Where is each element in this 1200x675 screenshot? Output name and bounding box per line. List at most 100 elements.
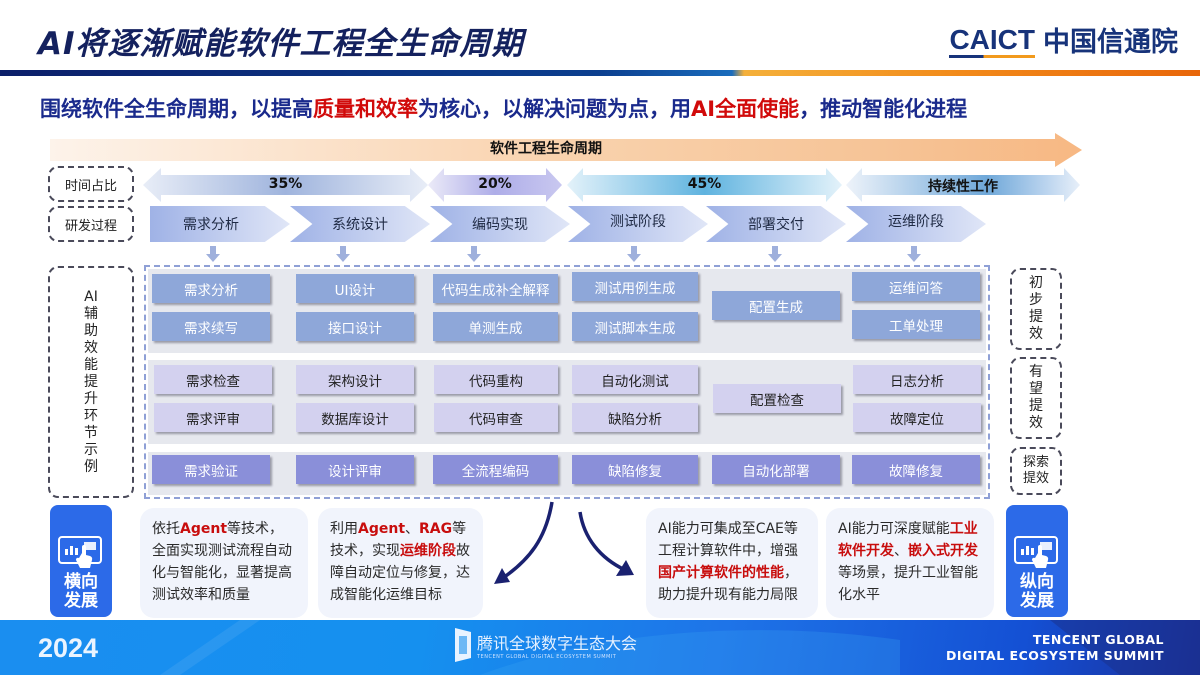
effect-promising-label: 有望提效 <box>1010 357 1062 439</box>
stage-system-design: 系统设计 <box>290 206 430 242</box>
vertical-char: 示 <box>84 441 98 458</box>
grid-cell: 全流程编码 <box>433 455 558 484</box>
vertical-char: 能 <box>84 356 98 373</box>
subtitle: 围绕软件全生命周期，以提高质量和效率为核心，以解决问题为点，用AI全面使能，推动… <box>40 93 967 123</box>
vertical-line2: 发展 <box>1020 591 1054 611</box>
grid-cell: 设计评审 <box>296 455 414 484</box>
stage-label: 编码实现 <box>472 217 528 233</box>
highlight-text: Agent <box>358 521 406 537</box>
effect-initial-text: 初步提效 <box>1029 275 1043 343</box>
effect-promising-text: 有望提效 <box>1029 364 1043 432</box>
time-arrow-20-icon <box>428 168 562 202</box>
card-text: AI能力可深度赋能 <box>838 521 950 537</box>
grid-cell: 需求评审 <box>154 403 272 432</box>
time-ratio-45: 45% <box>687 176 722 192</box>
stage-operations: 运维阶段 <box>846 206 986 242</box>
footer-en-line2: DIGITAL ECOSYSTEM SUMMIT <box>946 648 1164 663</box>
time-ratio-text: 时间占比 <box>64 178 117 194</box>
vertical-char: 效 <box>1029 326 1043 342</box>
grid-cell: 缺陷分析 <box>572 403 698 432</box>
ai-examples-grid: 需求分析 UI设计 代码生成补全解释 测试用例生成 运维问答 需求续写 接口设计… <box>144 265 990 499</box>
vertical-line1: 纵向 <box>1020 572 1054 592</box>
vertical-char: 例 <box>84 458 98 475</box>
stage-requirements: 需求分析 <box>150 206 290 242</box>
grid-cell: 日志分析 <box>853 365 981 394</box>
card-text: AI能力可集成至CAE等工程计算软件中，增强 <box>658 521 798 559</box>
card-text: 等场景，提升工业智能化水平 <box>838 565 978 603</box>
vertical-char: 探索 <box>1022 455 1049 470</box>
footer-wave-decoration <box>160 620 1200 675</box>
header-divider <box>0 70 1200 76</box>
grid-cell: 需求分析 <box>152 274 270 303</box>
time-ratio-35: 35% <box>268 176 303 192</box>
effect-explore-text: 探索提效 <box>1023 455 1049 487</box>
highlight-text: RAG <box>419 521 453 537</box>
grid-cell: 代码审查 <box>434 403 558 432</box>
grid-cell-merged: 配置生成 <box>712 291 840 320</box>
stage-label: 部署交付 <box>748 217 804 233</box>
card-text: ，助力提升现有能力局限 <box>658 565 798 603</box>
grid-cell: 代码重构 <box>434 365 558 394</box>
arrow-down-icon <box>467 246 481 262</box>
subtitle-highlight-2: AI全面使能 <box>691 97 800 121</box>
time-arrow-35-icon <box>143 168 428 202</box>
vertical-char: AI <box>84 288 98 305</box>
highlight-text: 工业软件开发 <box>838 521 978 559</box>
stage-label: 系统设计 <box>332 217 388 233</box>
arrow-down-icon <box>907 246 921 262</box>
card-text: 故障自动定位与修复，达成智能化运维目标 <box>330 543 470 603</box>
vertical-char: 辅 <box>84 305 98 322</box>
tablet-touch-icon <box>58 536 102 568</box>
card-text: 利用 <box>330 521 358 537</box>
footer-event-en: TENCENT GLOBAL DIGITAL ECOSYSTEM SUMMIT <box>946 632 1164 664</box>
footer-banner: 2024 腾讯全球数字生态大会 TENCENT GLOBAL DIGITAL E… <box>0 620 1200 675</box>
stage-deployment: 部署交付 <box>706 206 846 242</box>
stage-label: 测试阶段 <box>610 214 666 230</box>
dev-process-label: 研发过程 <box>48 206 134 242</box>
vertical-development-badge: 纵向 发展 <box>1006 505 1068 617</box>
stage-testing: 测试阶段 <box>568 206 708 242</box>
horizontal-line2: 发展 <box>64 591 98 611</box>
arrow-down-icon <box>336 246 350 262</box>
grid-cell: 单测生成 <box>433 312 558 341</box>
stage-label: 运维阶段 <box>888 214 944 230</box>
grid-cell: 自动化测试 <box>572 365 698 394</box>
grid-cell: 代码生成补全解释 <box>433 274 558 303</box>
page-title: AI将逐渐赋能软件工程全生命周期 <box>38 26 524 62</box>
info-card-cae: AI能力可集成至CAE等工程计算软件中，增强国产计算软件的性能，助力提升现有能力… <box>646 508 818 618</box>
vertical-char: 提 <box>1029 309 1043 325</box>
tencent-summit-logo: 腾讯全球数字生态大会 TENCENT GLOBAL DIGITAL ECOSYS… <box>455 628 637 662</box>
horizontal-line1: 横向 <box>64 572 98 592</box>
card-text: 等技术，全面实现测试流程自动化与智能化，显著提高测试效率和质量 <box>152 521 292 603</box>
grid-cell: 测试用例生成 <box>572 272 698 301</box>
time-ratio-label: 时间占比 <box>48 166 134 202</box>
subtitle-highlight-1: 质量和效率 <box>313 97 418 121</box>
vertical-char: 效 <box>1029 415 1043 431</box>
info-card-operations: 利用Agent、RAG等技术，实现运维阶段故障自动定位与修复，达成智能化运维目标 <box>318 508 483 618</box>
grid-cell: 需求验证 <box>152 455 270 484</box>
grid-cell: 测试脚本生成 <box>572 312 698 341</box>
time-ratio-20: 20% <box>478 176 512 192</box>
grid-cell: 接口设计 <box>296 312 414 341</box>
time-arrow-45-icon <box>567 168 842 202</box>
subtitle-part-1: 围绕软件全生命周期，以提高 <box>40 97 313 121</box>
grid-cell: 需求检查 <box>154 365 272 394</box>
tier2-band <box>148 360 986 444</box>
info-card-industrial: AI能力可深度赋能工业软件开发、嵌入式开发等场景，提升工业智能化水平 <box>826 508 994 618</box>
footer-en-line1: TENCENT GLOBAL <box>1032 632 1164 647</box>
vertical-char: 节 <box>84 424 98 441</box>
vertical-char: 升 <box>84 390 98 407</box>
summit-logo-icon <box>455 628 471 662</box>
grid-cell: 工单处理 <box>852 310 980 339</box>
vertical-char: 提 <box>84 373 98 390</box>
dev-process-text: 研发过程 <box>64 218 117 234</box>
tier3-band <box>148 452 986 495</box>
horizontal-development-badge: 横向 发展 <box>50 505 112 617</box>
footer-event-sub: TENCENT GLOBAL DIGITAL ECOSYSTEM SUMMIT <box>477 654 617 660</box>
effect-initial-label: 初步提效 <box>1010 268 1062 350</box>
tier1-band <box>148 269 986 353</box>
vertical-char: 提 <box>1029 398 1043 414</box>
vertical-char: 效 <box>84 339 98 356</box>
